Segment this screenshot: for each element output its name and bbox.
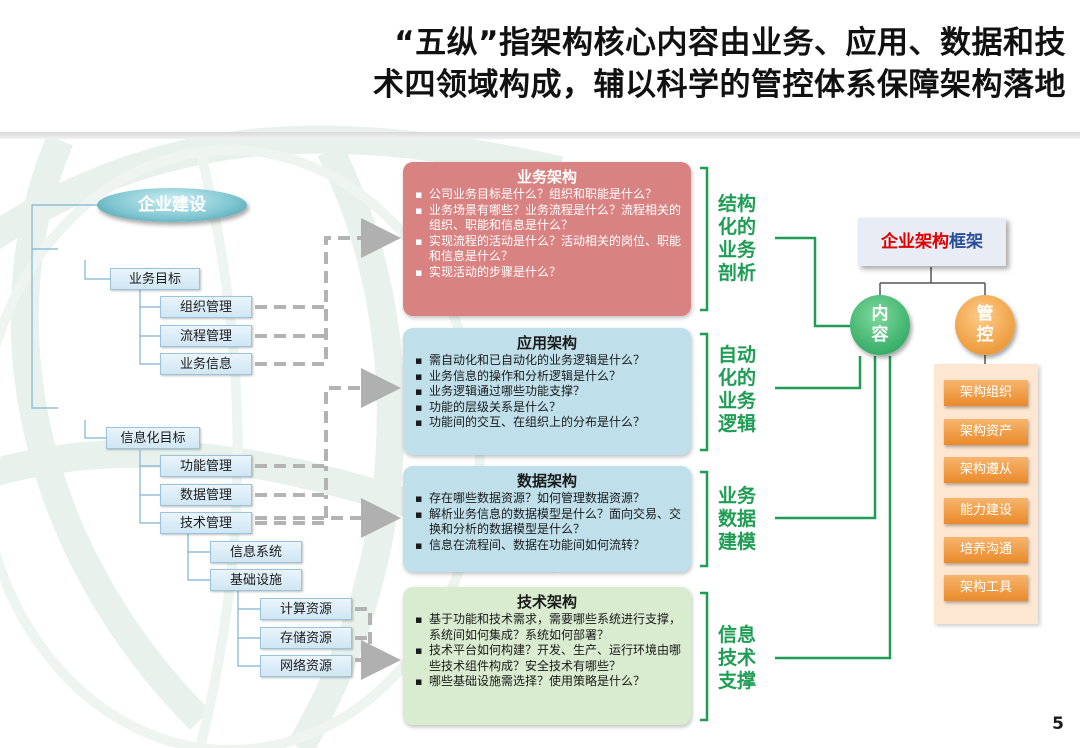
label-line: 剖析: [717, 262, 756, 284]
control-char: 控: [976, 325, 994, 345]
label-line: 业务: [717, 239, 756, 261]
node-tech-mgmt: 技术管理: [160, 512, 252, 534]
control-circle: 管 控: [955, 295, 1015, 355]
node-biz-form: 业务形态: [73, 244, 126, 259]
label-line: 技术: [717, 647, 756, 669]
data-architecture-box: 数据架构 存在哪些数据资源？如何管理数据资源？ 解析业务信息的数据模型是什么？面…: [403, 466, 691, 572]
technology-item: 基于功能和技术需求，需要哪些系统进行支撑，系统间如何集成？系统如何部署？: [415, 612, 681, 643]
control-char: 管: [976, 304, 994, 324]
tree-lines: [31, 204, 260, 667]
data-item: 信息在流程间、数据在功能间如何流转？: [415, 538, 681, 554]
control-item-capability: 能力建设: [944, 498, 1028, 524]
title-line-2: 术四领域构成，辅以科学的管控体系保障架构落地: [373, 67, 1066, 103]
application-item: 功能的层级关系是什么？: [415, 400, 681, 416]
technology-architecture-box: 技术架构 基于功能和技术需求，需要哪些系统进行支撑，系统间如何集成？系统如何部署…: [403, 587, 691, 725]
control-item-org: 架构组织: [944, 380, 1028, 406]
control-item-tools: 架构工具: [944, 575, 1028, 601]
node-storage: 存储资源: [260, 627, 352, 649]
node-process-mgmt: 流程管理: [160, 325, 252, 347]
content-char: 容: [871, 325, 889, 345]
label-line: 逻辑: [717, 413, 756, 435]
label-line: 建模: [717, 531, 756, 553]
label-line: 支撑: [717, 670, 756, 692]
application-item: 业务逻辑通过哪些功能支撑？: [415, 384, 681, 400]
node-biz-goal: 业务目标: [110, 268, 200, 290]
label-automated-business-logic: 自动 化的 业务 逻辑: [715, 344, 759, 436]
label-line: 信息: [717, 624, 756, 646]
framework-title-blue: 框架: [949, 232, 983, 252]
label-business-data-modeling: 业务 数据 建模: [715, 485, 759, 554]
data-item: 解析业务信息的数据模型是什么？面向交易、交换和分析的数据模型是什么？: [415, 507, 681, 538]
node-data-mgmt: 数据管理: [160, 484, 252, 506]
title-line-1: “五纵”指架构核心内容由业务、应用、数据和技: [394, 25, 1066, 61]
node-info-sys: 信息系统: [210, 541, 302, 563]
technology-item: 哪些基础设施需选择？使用策略是什么？: [415, 674, 681, 690]
application-architecture-box: 应用架构 需自动化和已自动化的业务逻辑是什么？ 业务信息的操作和分析逻辑是什么？…: [403, 328, 691, 455]
framework-tree: [879, 267, 986, 364]
title-divider: [0, 132, 1080, 139]
label-it-support: 信息 技术 支撑: [715, 624, 759, 693]
technology-architecture-title: 技术架构: [516, 593, 577, 611]
label-line: 化的: [717, 216, 756, 238]
control-item-compliance: 架构遵从: [944, 457, 1028, 483]
application-architecture-title: 应用架构: [516, 334, 577, 352]
node-network: 网络资源: [260, 655, 352, 677]
label-line: 自动: [717, 344, 756, 366]
content-char: 内: [871, 304, 889, 324]
application-item: 需自动化和已自动化的业务逻辑是什么？: [415, 353, 681, 369]
data-architecture-title: 数据架构: [516, 472, 577, 490]
label-structured-business-analysis: 结构 化的 业务 剖析: [715, 193, 759, 285]
node-biz-info: 业务信息: [160, 353, 252, 375]
dashed-arrows: [255, 218, 401, 680]
node-infra: 基础设施: [210, 569, 302, 591]
application-item: 功能间的交互、在组织上的分布是什么？: [415, 415, 681, 431]
green-brackets: [700, 166, 892, 722]
application-item: 业务信息的操作和分析逻辑是什么？: [415, 369, 681, 385]
control-item-assets: 架构资产: [944, 419, 1028, 445]
label-line: 业务: [717, 390, 756, 412]
label-line: 业务: [717, 485, 756, 507]
data-item: 存在哪些数据资源？如何管理数据资源？: [415, 491, 681, 507]
root-node-enterprise: 企业建设: [97, 188, 247, 222]
technology-item: 技术平台如何构建？开发、生产、运行环境由哪些技术组件构成？安全技术有哪些？: [415, 643, 681, 674]
business-architecture-title: 业务架构: [516, 168, 577, 186]
business-item: 实现流程的活动是什么？活动相关的岗位、职能和信息是什么？: [415, 234, 681, 265]
node-it-goal: 信息化目标: [106, 427, 200, 449]
node-compute: 计算资源: [260, 598, 352, 620]
business-item: 业务场景有哪些？业务流程是什么？流程相关的组织、职能和信息是什么？: [415, 203, 681, 234]
framework-title-red: 企业架构: [881, 232, 949, 252]
label-line: 数据: [717, 508, 756, 530]
label-line: 化的: [717, 367, 756, 389]
enterprise-architecture-framework: 企业架构框架: [858, 218, 1006, 266]
business-architecture-box: 业务架构 公司业务目标是什么？组织和职能是什么？ 业务场景有哪些？业务流程是什么…: [403, 162, 691, 316]
business-item: 公司业务目标是什么？组织和职能是什么？: [415, 187, 681, 203]
node-org-mgmt: 组织管理: [160, 296, 252, 318]
label-line: 结构: [717, 193, 756, 215]
page-number: 5: [1052, 714, 1064, 734]
content-circle: 内 容: [850, 295, 910, 355]
node-func-mgmt: 功能管理: [160, 455, 252, 477]
node-it-form: 信息化形态: [68, 403, 134, 418]
slide-title: “五纵”指架构核心内容由业务、应用、数据和技 术四领域构成，辅以科学的管控体系保…: [373, 22, 1066, 106]
business-item: 实现活动的步骤是什么？: [415, 265, 681, 281]
control-item-communication: 培养沟通: [944, 537, 1028, 563]
